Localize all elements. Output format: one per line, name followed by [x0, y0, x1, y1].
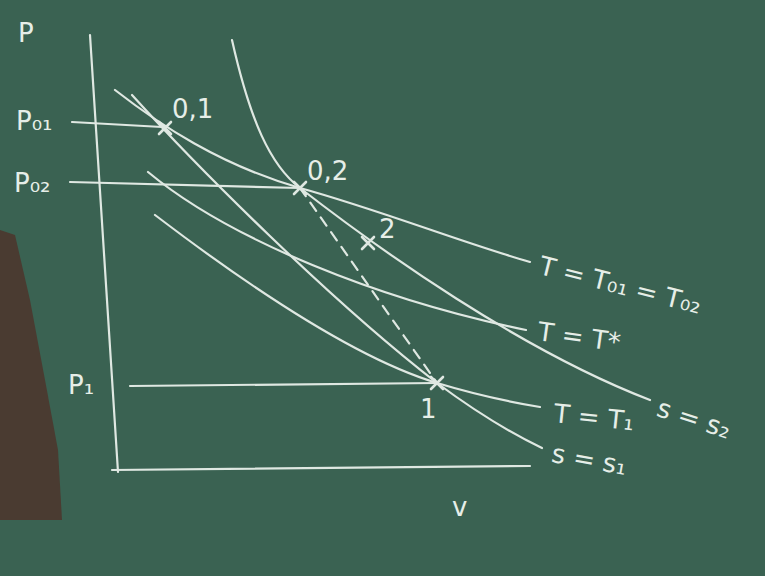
isotherm-label: T = T*	[536, 318, 622, 355]
pressure-label: P₀₂	[14, 170, 51, 196]
state-point	[159, 122, 171, 134]
isentrope	[132, 95, 542, 448]
pressure-line	[72, 122, 162, 127]
state-label: 0,2	[307, 158, 348, 184]
sleeve	[0, 230, 62, 520]
pressure-label: P₀₁	[16, 108, 53, 134]
isotherm-label: T = T₁	[553, 400, 636, 434]
state-label: 1	[420, 396, 437, 422]
state-point	[362, 237, 374, 249]
axis-label: v	[452, 494, 467, 520]
isentrope-label: s = s₁	[550, 440, 629, 479]
state-point	[294, 182, 306, 194]
v-axis	[112, 466, 530, 470]
pressure-line	[70, 182, 300, 188]
pressure-line	[130, 383, 437, 386]
isentrope	[232, 40, 650, 400]
isotherm	[115, 90, 530, 262]
axis-label: P	[18, 20, 34, 46]
p-axis	[90, 35, 118, 472]
state-label: 0,1	[172, 96, 213, 122]
isentrope-label: s = s₂	[654, 395, 734, 443]
process-line	[300, 188, 437, 383]
isotherm	[155, 215, 540, 407]
isotherm-label: T = T₀₁ = T₀₂	[537, 252, 704, 317]
state-point	[431, 377, 443, 389]
state-label: 2	[379, 216, 396, 242]
pressure-label: P₁	[68, 372, 94, 398]
